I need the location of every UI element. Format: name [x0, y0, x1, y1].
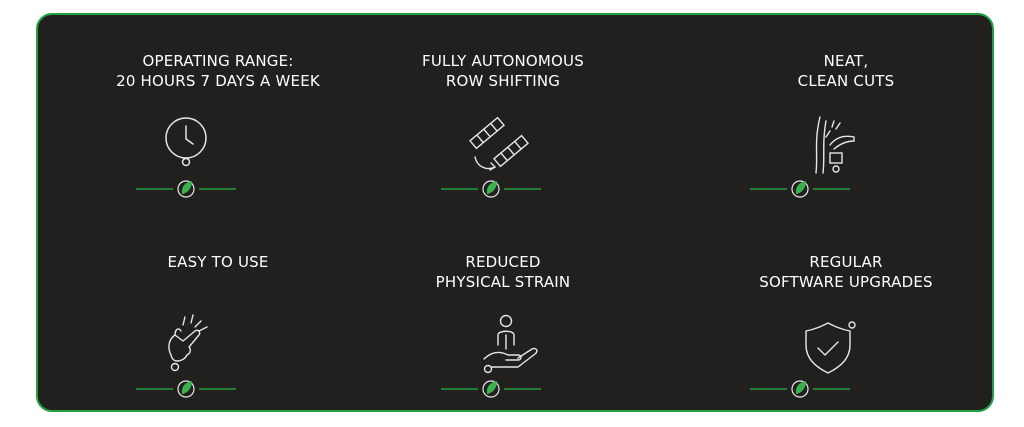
- features-panel: OPERATING RANGE: 20 HOURS 7 DAYS A WEEK …: [36, 13, 994, 412]
- shield-check-icon: [805, 321, 856, 374]
- feature-clean-cuts: NEAT, CLEAN CUTS: [696, 51, 996, 91]
- feature-easy-to-use: EASY TO USE: [68, 252, 368, 272]
- feature-title: OPERATING RANGE: 20 HOURS 7 DAYS A WEEK: [116, 52, 320, 90]
- leaf-icon: [181, 181, 192, 194]
- leaf-icon: [486, 181, 497, 194]
- tap-hand-icon: [168, 314, 208, 372]
- leaf-divider: [441, 380, 541, 398]
- leaf-divider: [136, 380, 236, 398]
- feature-software-upgrades: REGULAR SOFTWARE UPGRADES: [696, 252, 996, 292]
- leaf-divider: [750, 180, 850, 198]
- feature-title: EASY TO USE: [167, 253, 269, 271]
- leaf-icon: [795, 381, 806, 394]
- row-shift-icon: [469, 116, 529, 171]
- hand-person-icon: [483, 314, 538, 374]
- feature-title: REDUCED PHYSICAL STRAIN: [435, 253, 571, 291]
- feature-autonomous-row-shifting: FULLY AUTONOMOUS ROW SHIFTING: [353, 51, 653, 91]
- feature-title: NEAT, CLEAN CUTS: [797, 52, 895, 90]
- feature-operating-range: OPERATING RANGE: 20 HOURS 7 DAYS A WEEK: [68, 51, 368, 91]
- clock-icon: [165, 117, 207, 167]
- feature-reduced-strain: REDUCED PHYSICAL STRAIN: [353, 252, 653, 292]
- pruning-cut-icon: [815, 116, 855, 174]
- feature-title: REGULAR SOFTWARE UPGRADES: [759, 253, 933, 291]
- leaf-divider: [136, 180, 236, 198]
- leaf-icon: [795, 181, 806, 194]
- feature-title: FULLY AUTONOMOUS ROW SHIFTING: [422, 52, 584, 90]
- leaf-divider: [750, 380, 850, 398]
- leaf-icon: [181, 381, 192, 394]
- leaf-divider: [441, 180, 541, 198]
- leaf-icon: [486, 381, 497, 394]
